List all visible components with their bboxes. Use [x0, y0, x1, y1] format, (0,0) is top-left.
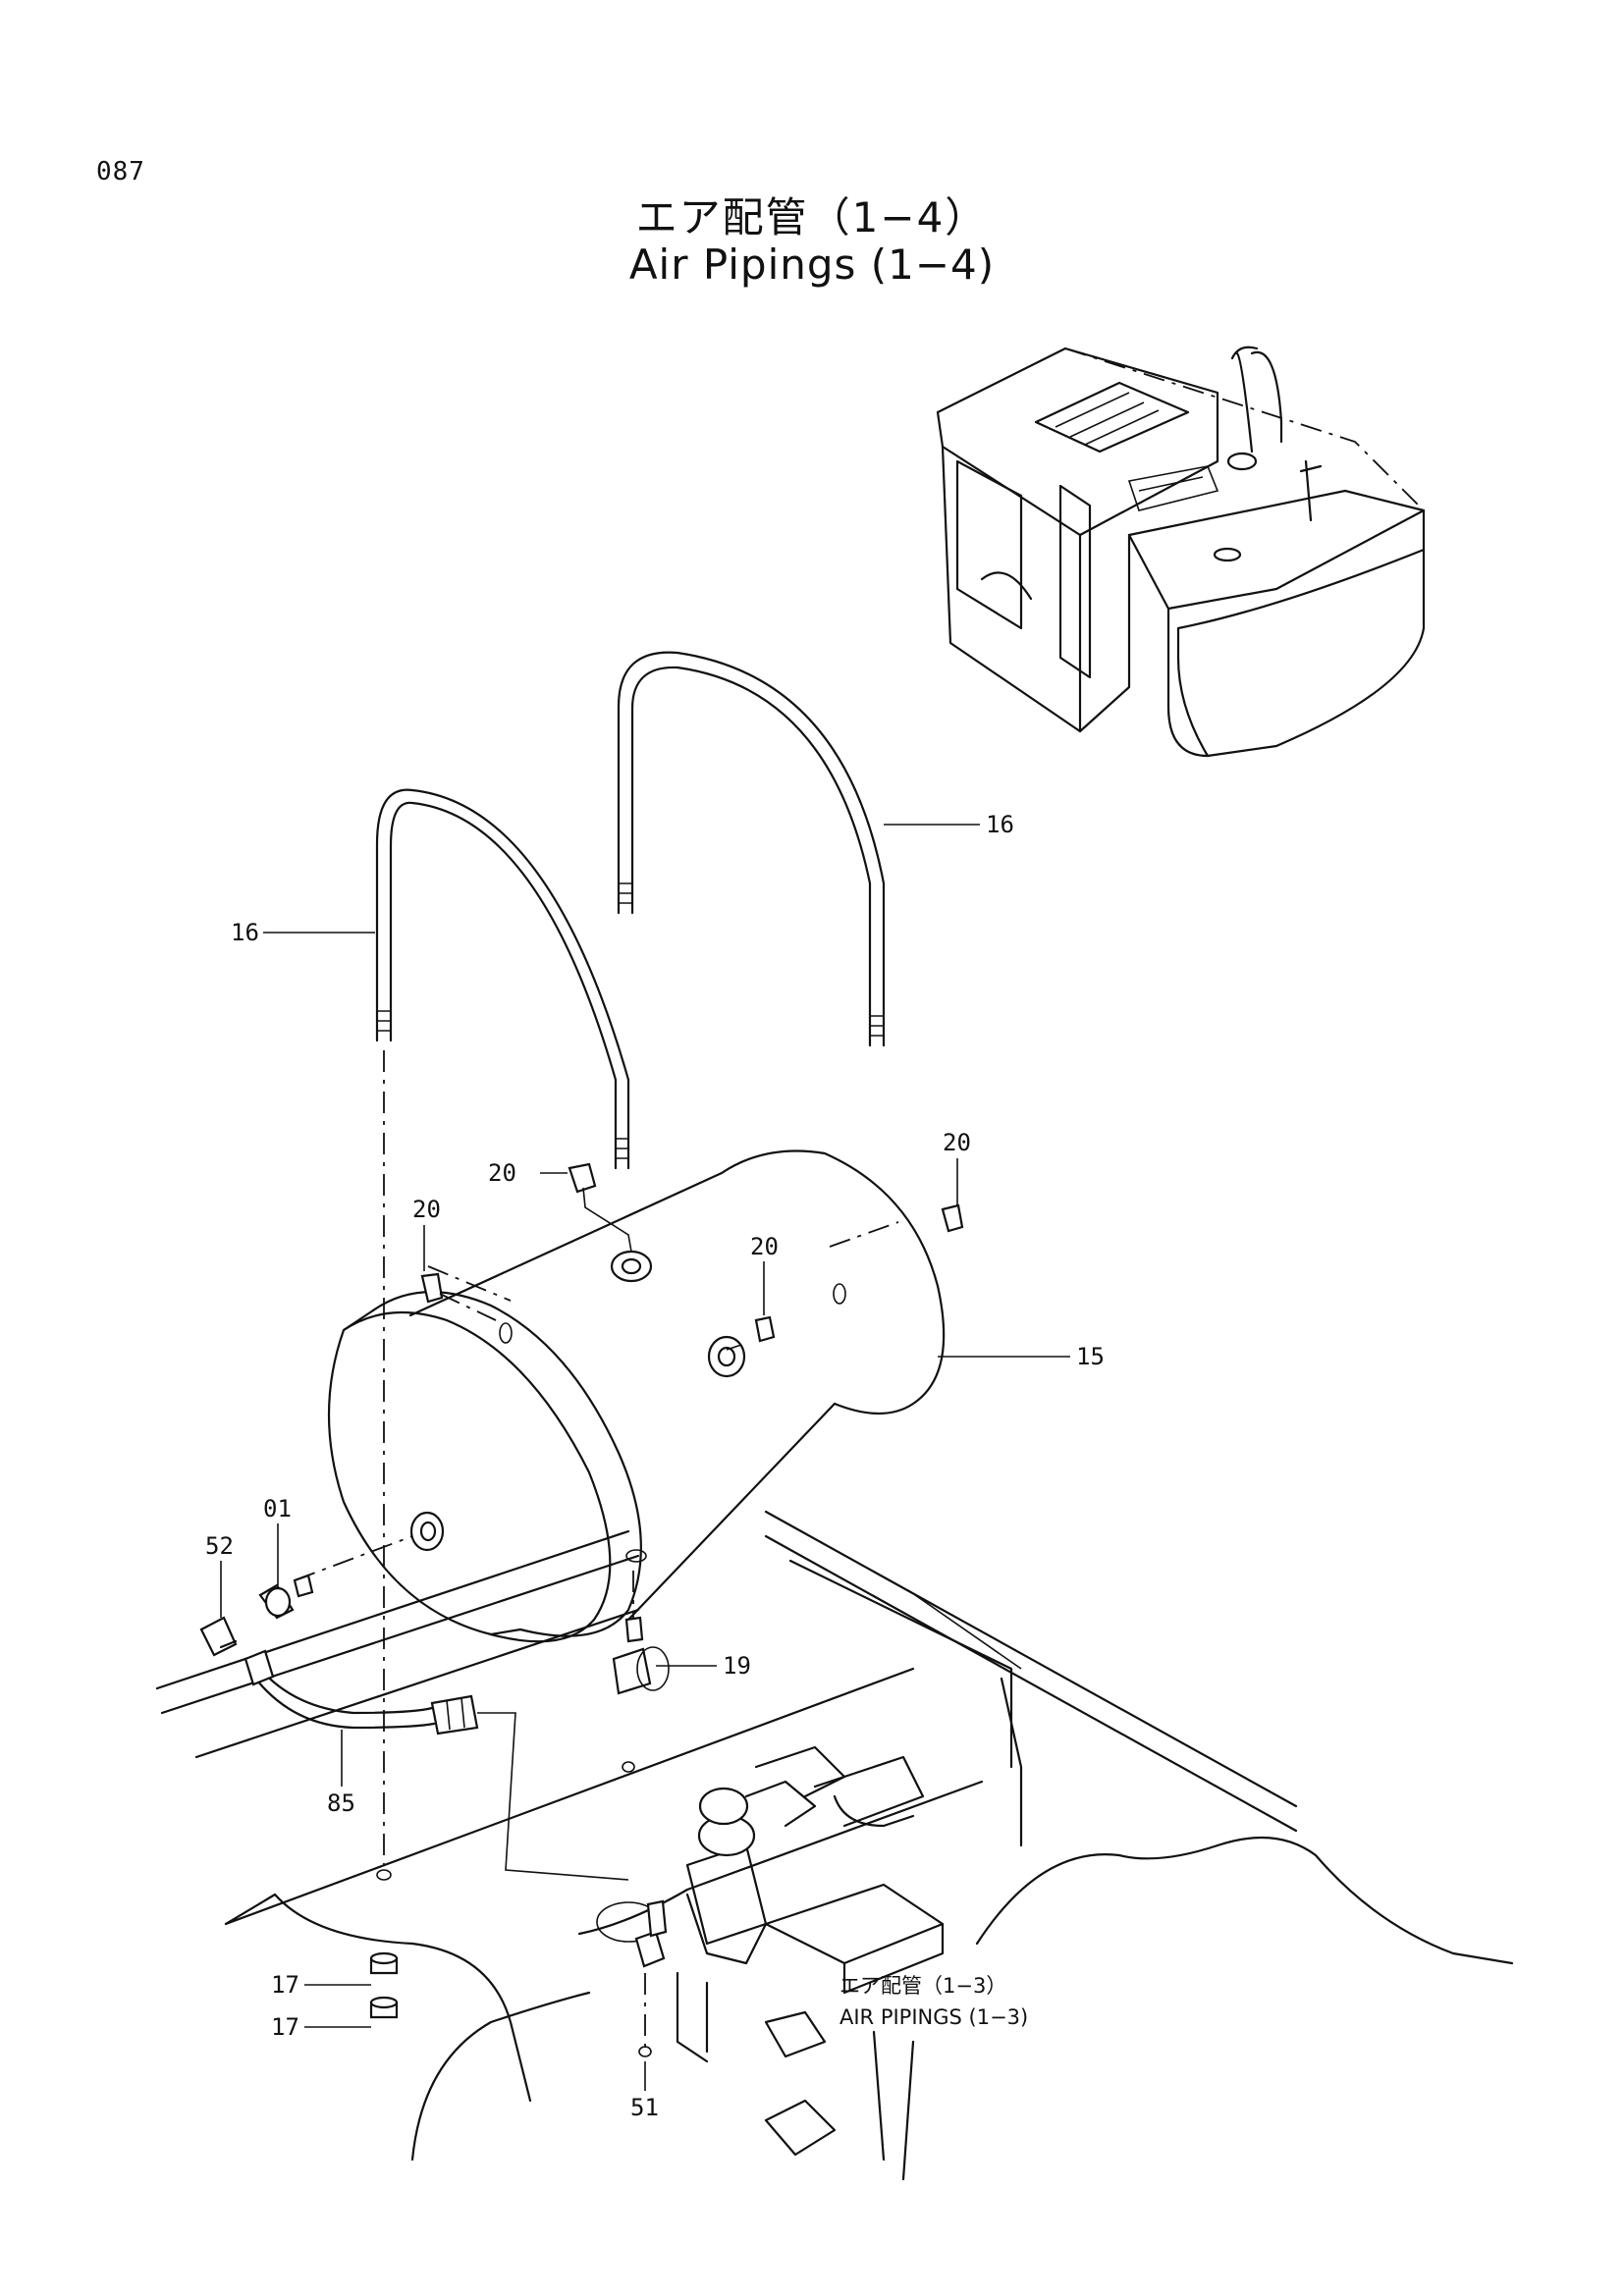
- callout-20-left: 20: [412, 1196, 441, 1223]
- callout-17-lower: 17: [271, 2013, 299, 2041]
- frame-and-piping: [155, 1510, 1514, 2181]
- callout-16-left: 16: [231, 919, 259, 946]
- callout-20-right: 20: [943, 1129, 971, 1156]
- callout-16-right: 16: [986, 811, 1014, 838]
- reference-english: AIR PIPINGS (1−3): [839, 2005, 1028, 2029]
- callout-51: 51: [630, 2094, 659, 2121]
- leader-lines: [220, 824, 1070, 2091]
- callout-17-upper: 17: [271, 1971, 299, 1999]
- plug-parts: [420, 1162, 964, 1351]
- drain-valve: [612, 1571, 670, 1695]
- page-title-japanese: エア配管（1−4）: [635, 193, 989, 241]
- callout-19: 19: [723, 1652, 751, 1680]
- callout-52: 52: [205, 1532, 234, 1560]
- callout-labels: 16 16 20 20 20 20 15 01 52 19 85 17 17 5…: [205, 811, 1105, 2121]
- bolt-and-nuts: [369, 1050, 399, 2019]
- machine-location-view: [936, 346, 1426, 758]
- elbow-fitting: [634, 1899, 668, 2057]
- page-number: 087: [96, 157, 145, 187]
- callout-01: 01: [263, 1495, 292, 1522]
- callout-15: 15: [1076, 1343, 1105, 1370]
- reference-japanese: エア配管（1−3）: [839, 1974, 1006, 1998]
- callout-20-top: 20: [488, 1159, 516, 1187]
- callout-20-middle: 20: [750, 1233, 779, 1260]
- cross-reference: エア配管（1−3） AIR PIPINGS (1−3): [839, 1974, 1028, 2029]
- u-bolt-rear: [617, 651, 886, 1047]
- air-tank: [327, 1149, 946, 1643]
- hose-assembly: [199, 1535, 629, 1881]
- callout-85: 85: [327, 1789, 355, 1817]
- u-bolt-front: [375, 788, 630, 1170]
- page-title-english: Air Pipings (1−4): [628, 240, 996, 289]
